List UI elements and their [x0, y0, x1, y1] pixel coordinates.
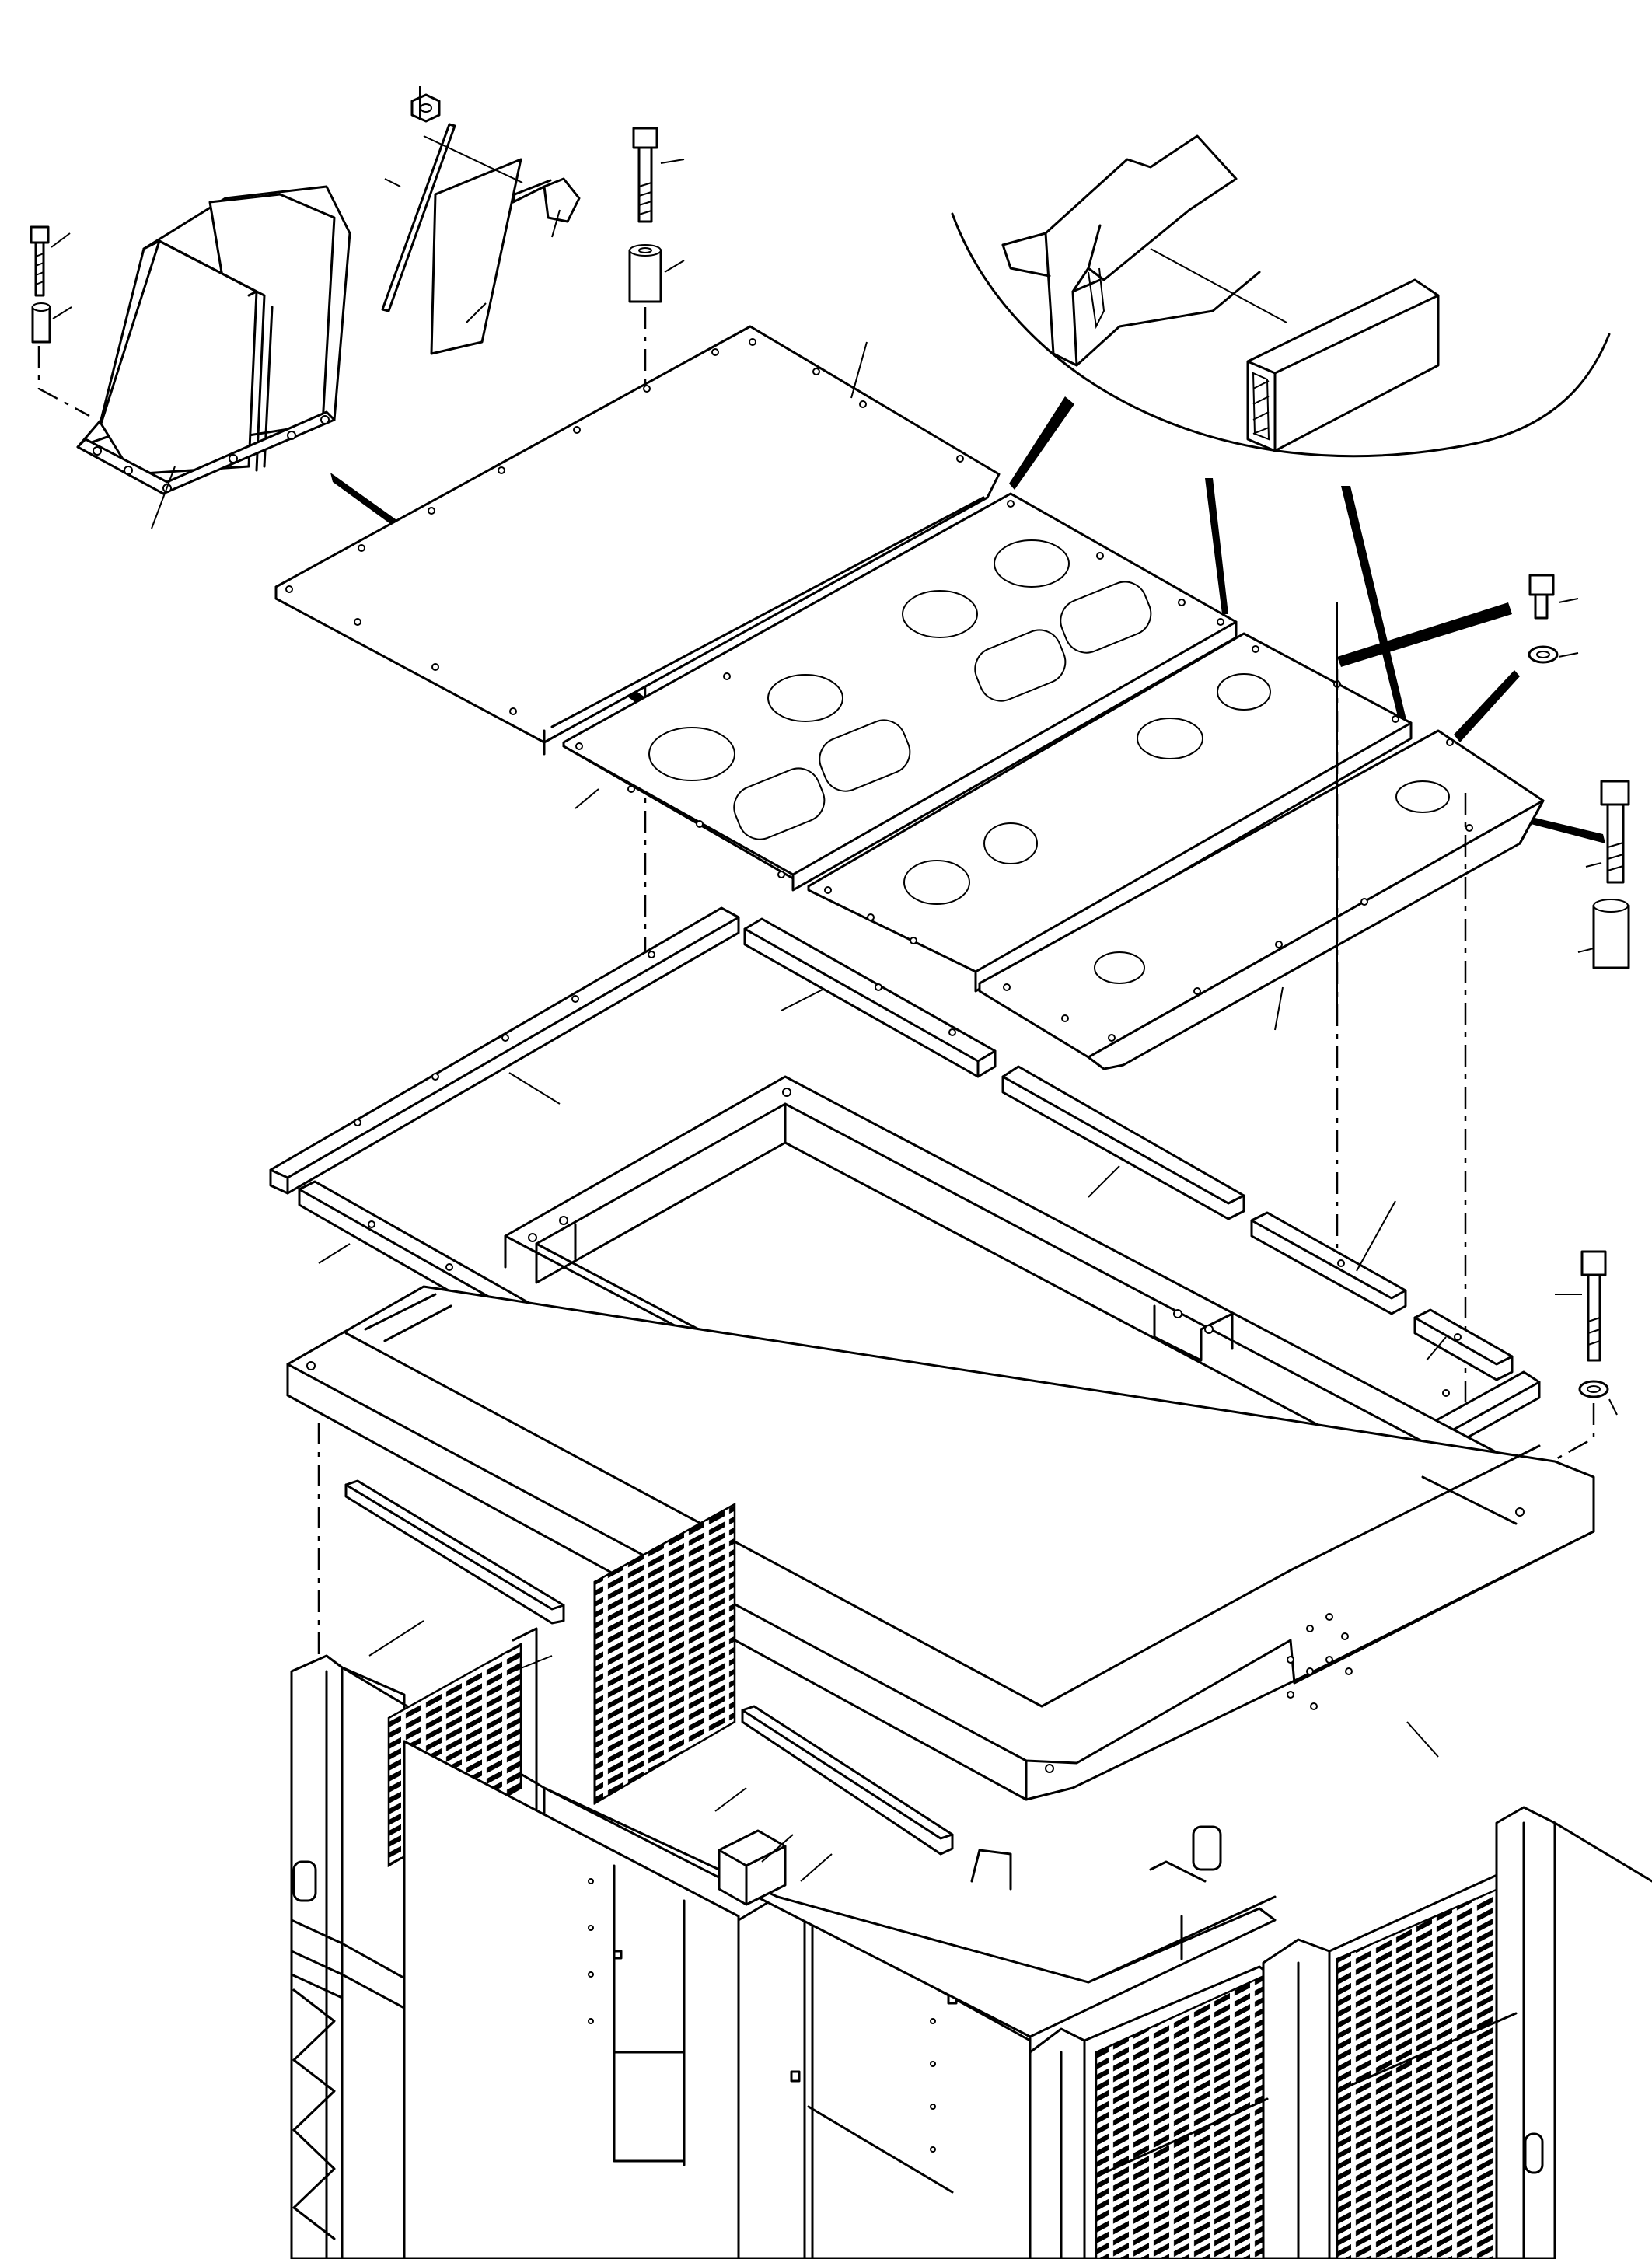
bolt-and-spacer-left	[30, 225, 90, 417]
detail-view-seal	[951, 134, 1611, 458]
outer-frame	[286, 1285, 1595, 1801]
end-roof-panel	[978, 602, 1545, 1411]
enclosure-body	[290, 1479, 1652, 2259]
rear-roof-panel	[274, 325, 1001, 756]
bolts-and-spacers	[1522, 574, 1630, 1512]
air-intake-duct	[76, 185, 351, 529]
middle-roof-panel	[562, 492, 1238, 892]
bolt-and-spacer-center	[628, 127, 685, 972]
lifting-bracket-plate	[381, 86, 581, 355]
